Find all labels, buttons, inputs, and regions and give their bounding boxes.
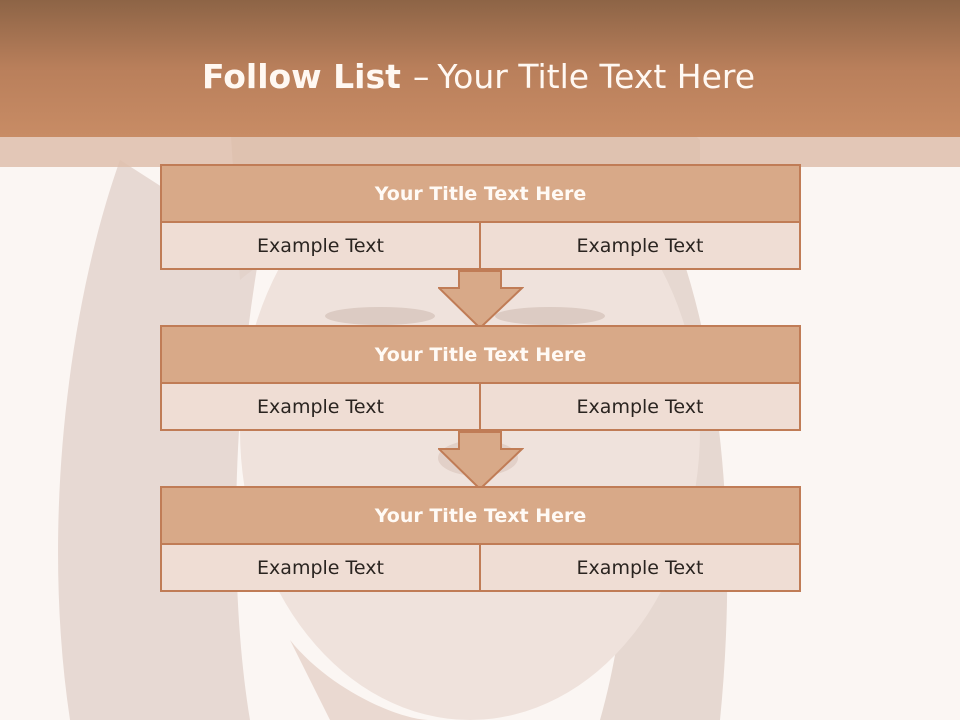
step-title: Your Title Text Here [160,325,801,384]
title-separator: – [412,57,430,96]
step-cell-right: Example Text [479,543,801,592]
step-title: Your Title Text Here [160,164,801,223]
slide-title: Follow List–Your Title Text Here [202,55,755,99]
step-cell-left: Example Text [160,382,481,431]
down-arrow-icon [438,270,524,330]
step-cell-right: Example Text [479,221,801,270]
down-arrow-icon [438,431,524,491]
title-rest: Your Title Text Here [437,57,756,96]
title-bold: Follow List [202,57,401,96]
step-cell-left: Example Text [160,221,481,270]
step-cell-left: Example Text [160,543,481,592]
step-title: Your Title Text Here [160,486,801,545]
header-band [0,137,960,167]
step-cell-right: Example Text [479,382,801,431]
header-bar [0,0,960,137]
